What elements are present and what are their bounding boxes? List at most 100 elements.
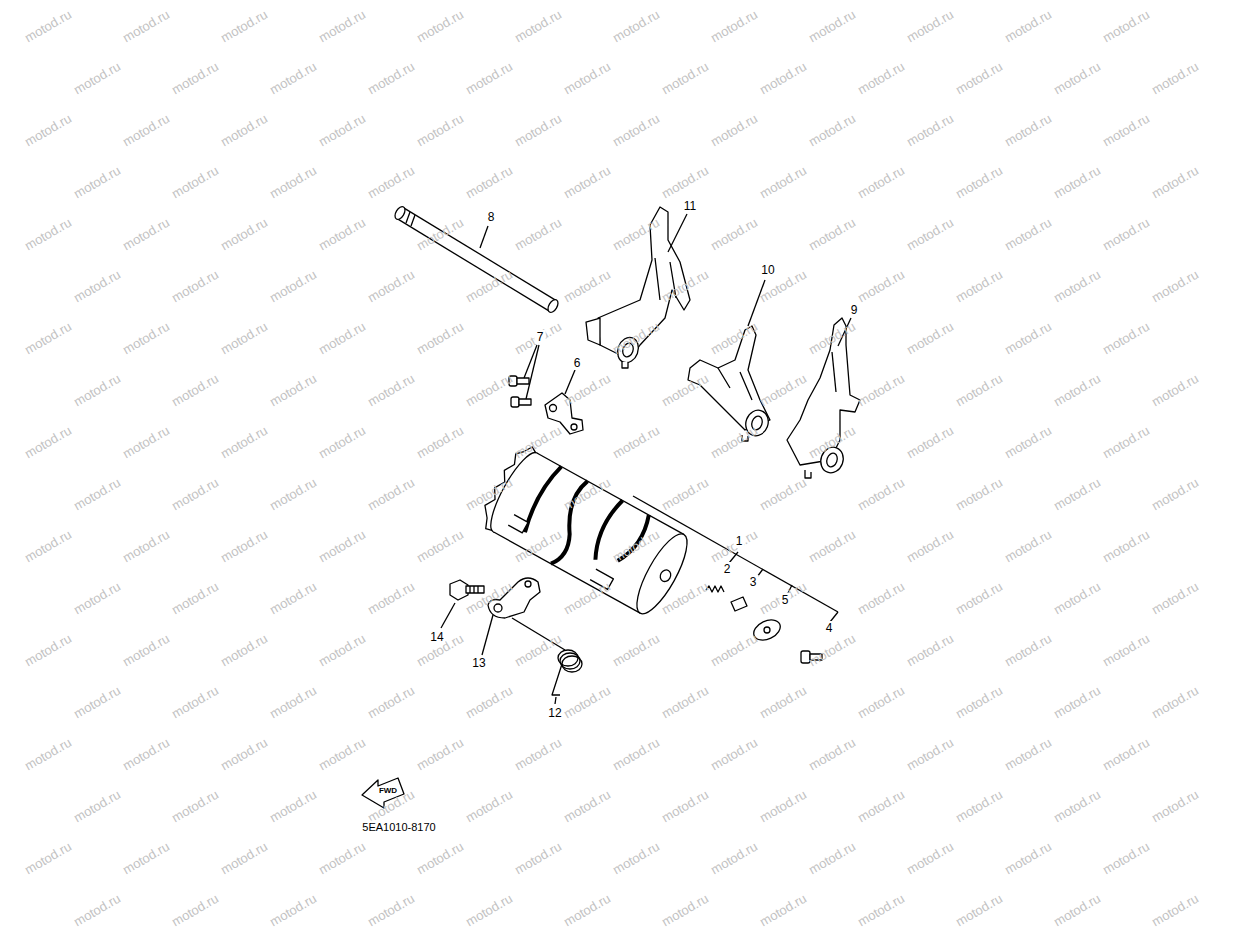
watermark: motod.ru <box>23 632 74 669</box>
watermark: motod.ru <box>72 580 123 617</box>
watermark: motod.ru <box>1003 528 1054 565</box>
watermark: motod.ru <box>611 736 662 773</box>
watermark: motod.ru <box>170 60 221 97</box>
watermark: motod.ru <box>954 372 1005 409</box>
watermark: motod.ru <box>415 8 466 45</box>
watermark: motod.ru <box>905 528 956 565</box>
watermark: motod.ru <box>758 788 809 825</box>
watermark: motod.ru <box>709 424 760 461</box>
watermark: motod.ru <box>954 892 1005 929</box>
watermark: motod.ru <box>72 164 123 201</box>
watermark: motod.ru <box>72 684 123 721</box>
watermark: motod.ru <box>268 372 319 409</box>
watermark: motod.ru <box>660 892 711 929</box>
watermark: motod.ru <box>317 632 368 669</box>
watermark: motod.ru <box>1101 112 1152 149</box>
watermark: motod.ru <box>121 840 172 877</box>
callout-number: 14 <box>428 630 445 644</box>
watermark: motod.ru <box>807 424 858 461</box>
watermark: motod.ru <box>415 216 466 253</box>
watermark: motod.ru <box>513 216 564 253</box>
watermark: motod.ru <box>121 320 172 357</box>
watermark: motod.ru <box>170 684 221 721</box>
watermark: motod.ru <box>660 372 711 409</box>
watermark: motod.ru <box>268 164 319 201</box>
watermark: motod.ru <box>954 268 1005 305</box>
watermark: motod.ru <box>660 164 711 201</box>
watermark: motod.ru <box>513 840 564 877</box>
watermark: motod.ru <box>268 580 319 617</box>
watermark: motod.ru <box>807 528 858 565</box>
watermark: motod.ru <box>807 632 858 669</box>
watermark: motod.ru <box>611 840 662 877</box>
watermark: motod.ru <box>758 372 809 409</box>
watermark: motod.ru <box>758 164 809 201</box>
watermark: motod.ru <box>1101 424 1152 461</box>
callout-number: 2 <box>722 562 733 576</box>
watermark: motod.ru <box>611 8 662 45</box>
watermark: motod.ru <box>856 476 907 513</box>
watermark: motod.ru <box>366 372 417 409</box>
watermark: motod.ru <box>513 8 564 45</box>
watermark: motod.ru <box>170 580 221 617</box>
watermark: motod.ru <box>72 60 123 97</box>
watermark: motod.ru <box>170 892 221 929</box>
callout-number: 12 <box>546 706 563 720</box>
watermark: motod.ru <box>660 788 711 825</box>
watermark: motod.ru <box>415 736 466 773</box>
watermark: motod.ru <box>1101 528 1152 565</box>
watermark: motod.ru <box>1150 580 1201 617</box>
watermark: motod.ru <box>219 424 270 461</box>
watermark: motod.ru <box>121 216 172 253</box>
watermark: motod.ru <box>611 320 662 357</box>
guide-bar <box>393 205 560 314</box>
watermark: motod.ru <box>415 528 466 565</box>
watermark: motod.ru <box>562 476 613 513</box>
watermark: motod.ru <box>23 424 74 461</box>
watermark: motod.ru <box>170 476 221 513</box>
watermark: motod.ru <box>758 684 809 721</box>
watermark: motod.ru <box>219 632 270 669</box>
arrow-label: FWD <box>378 787 398 795</box>
callout-number: 3 <box>748 575 759 589</box>
watermark: motod.ru <box>170 164 221 201</box>
watermark: motod.ru <box>1150 892 1201 929</box>
watermark: motod.ru <box>121 736 172 773</box>
watermark: motod.ru <box>1052 892 1103 929</box>
watermark: motod.ru <box>464 60 515 97</box>
watermark: motod.ru <box>72 892 123 929</box>
watermark: motod.ru <box>268 476 319 513</box>
watermark: motod.ru <box>464 788 515 825</box>
callout-number: 7 <box>535 330 546 344</box>
watermark: motod.ru <box>1052 60 1103 97</box>
watermark: motod.ru <box>562 268 613 305</box>
watermark: motod.ru <box>170 268 221 305</box>
watermark: motod.ru <box>219 8 270 45</box>
watermark: motod.ru <box>954 788 1005 825</box>
watermark: motod.ru <box>856 268 907 305</box>
watermark: motod.ru <box>1101 632 1152 669</box>
watermark: motod.ru <box>1101 320 1152 357</box>
watermark: motod.ru <box>464 164 515 201</box>
watermark: motod.ru <box>660 476 711 513</box>
watermark: motod.ru <box>660 60 711 97</box>
watermark: motod.ru <box>1003 840 1054 877</box>
watermark: motod.ru <box>219 216 270 253</box>
watermark: motod.ru <box>905 216 956 253</box>
watermark: motod.ru <box>856 580 907 617</box>
watermark: motod.ru <box>611 112 662 149</box>
watermark: motod.ru <box>219 112 270 149</box>
callout-number: 5 <box>780 593 791 607</box>
watermark: motod.ru <box>758 892 809 929</box>
watermark: motod.ru <box>415 840 466 877</box>
callout-number: 4 <box>824 621 835 635</box>
watermark: motod.ru <box>1003 320 1054 357</box>
watermark: motod.ru <box>1150 164 1201 201</box>
watermark: motod.ru <box>709 216 760 253</box>
watermark: motod.ru <box>219 736 270 773</box>
watermark: motod.ru <box>709 632 760 669</box>
watermark: motod.ru <box>513 632 564 669</box>
watermark: motod.ru <box>317 8 368 45</box>
watermark: motod.ru <box>415 424 466 461</box>
watermark: motod.ru <box>758 476 809 513</box>
